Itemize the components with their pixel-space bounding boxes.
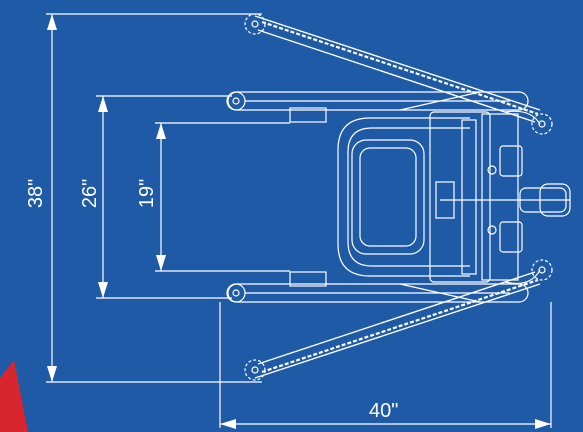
top-leg — [226, 91, 529, 123]
arrow-19-bottom — [156, 255, 166, 271]
arrow-40-right — [535, 419, 551, 429]
bottom-leg — [226, 271, 529, 303]
mast-base — [429, 110, 571, 285]
lift-frame — [226, 13, 571, 381]
arrow-26-bottom — [98, 282, 108, 298]
label-overall-length: 38" — [25, 178, 48, 209]
dimension-lines — [46, 13, 552, 429]
arrow-38-bottom — [47, 366, 57, 382]
top-outrigger-leg — [244, 13, 553, 135]
arrow-26-top — [98, 96, 108, 112]
bottom-outrigger-leg — [244, 259, 553, 381]
label-overall-depth: 40" — [369, 400, 399, 422]
arrow-19-top — [156, 123, 166, 139]
arrow-40-left — [220, 419, 236, 429]
label-inner-width: 19" — [136, 178, 159, 209]
arrow-38-top — [47, 14, 57, 30]
red-corner-accent — [0, 360, 28, 432]
label-open-width: 26" — [79, 178, 102, 209]
center-frame — [337, 117, 470, 277]
